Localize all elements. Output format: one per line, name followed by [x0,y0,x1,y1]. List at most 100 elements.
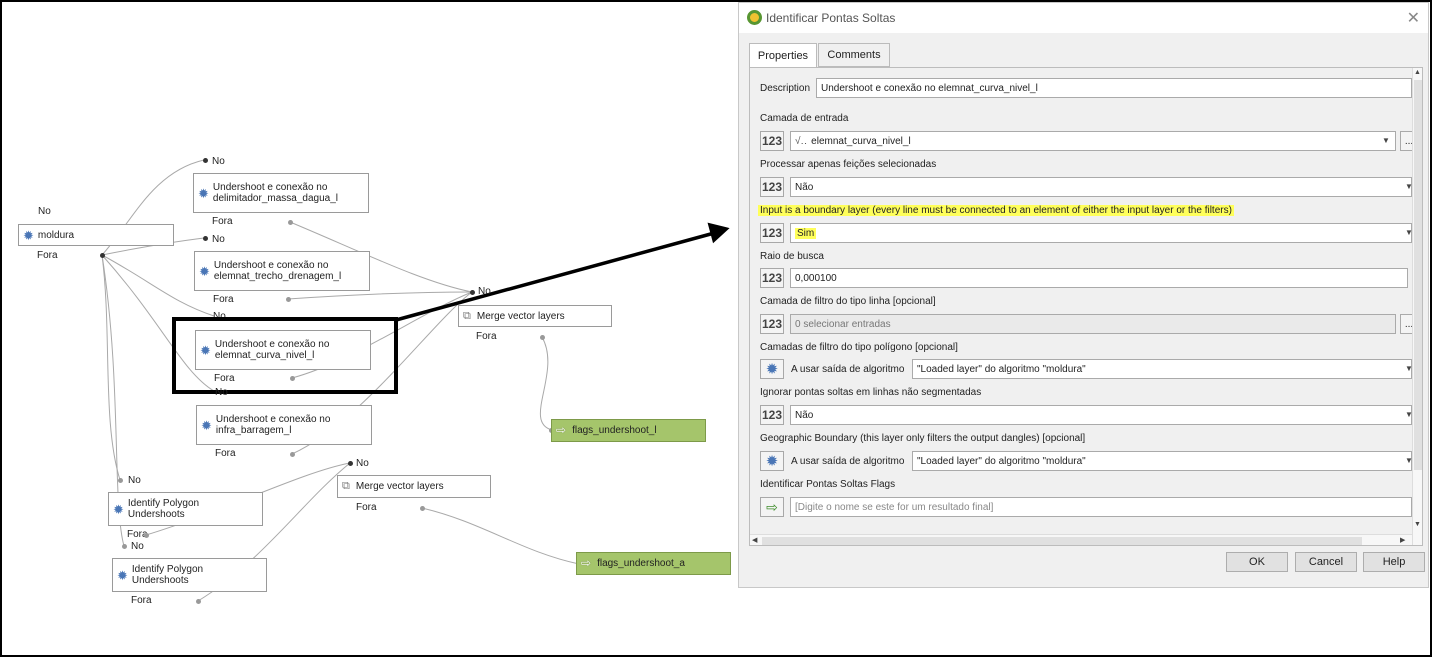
value-type-icon[interactable]: 123 [760,223,784,243]
ignore-select[interactable]: Não [790,405,1412,425]
value-type-icon[interactable]: 123 [760,131,784,151]
alg4-in-label: No [215,387,228,398]
node-label: flags_undershoot_a [597,558,685,569]
value-type-icon[interactable]: 123 [760,314,784,334]
boundary-select[interactable]: Sim [790,223,1412,243]
poly1-in-label: No [128,475,141,486]
output-port[interactable] [290,376,295,381]
output-arrow-icon: ⇨ [556,423,567,437]
geo-boundary-select[interactable]: "Loaded layer" do algoritmo "moldura" [912,451,1412,471]
polygon-filter-label: Camadas de filtro do tipo polígono [opci… [760,342,958,353]
gear-icon: ✹ [113,501,124,517]
gear-icon[interactable]: ✹ [760,451,784,471]
close-icon[interactable]: ✕ [1406,10,1420,27]
horizontal-scrollbar[interactable]: ◀ ▶ [750,534,1412,545]
alg1-node[interactable]: ✹ Undershoot e conexão no delimitador_ma… [193,173,369,213]
gear-icon: ✹ [23,227,34,243]
chevron-down-icon[interactable]: ▼ [1405,410,1413,419]
model-canvas[interactable]: No ✹ moldura Fora No ✹ Undershoot e cone… [2,2,738,655]
merge2-in-label: No [356,458,369,469]
chevron-down-icon[interactable]: ▼ [1405,182,1413,191]
chevron-down-icon[interactable]: ▼ [1382,136,1390,145]
poly2-node[interactable]: ✹ Identify Polygon Undershoots [112,558,267,592]
ok-button[interactable]: OK [1226,552,1288,572]
chevron-down-icon[interactable]: ▼ [1405,456,1413,465]
alg1-out-label: Fora [212,216,233,227]
identify-dangles-dialog: Identificar Pontas Soltas ✕ Properties C… [738,2,1429,588]
scroll-down-icon[interactable]: ▼ [1414,521,1421,528]
flags-label: Identificar Pontas Soltas Flags [760,479,896,490]
output-port[interactable] [286,297,291,302]
cancel-button[interactable]: Cancel [1295,552,1357,572]
input-layer-select[interactable]: √‥ elemnat_curva_nivel_l [790,131,1396,151]
node-label: Identify Polygon Undershoots [131,564,204,586]
flags-output-field[interactable]: [Digite o nome se este for um resultado … [790,497,1412,517]
input-port[interactable] [348,461,353,466]
merge2-node[interactable]: ⧉ Merge vector layers [337,475,491,498]
output-port[interactable] [288,220,293,225]
merge1-in-label: No [478,286,491,297]
input-port[interactable] [203,236,208,241]
alg2-node[interactable]: ✹ Undershoot e conexão no elemnat_trecho… [194,251,370,291]
value-type-icon[interactable]: 123 [760,268,784,288]
output-port[interactable] [540,335,545,340]
output-flags-l-node[interactable]: ⇨ flags_undershoot_l [551,419,706,442]
node-label: Undershoot e conexão no elemnat_curva_ni… [214,339,330,361]
alg2-out-label: Fora [213,294,234,305]
value-type-icon[interactable]: 123 [760,405,784,425]
alg3-in-label: No [213,311,226,322]
output-port[interactable] [420,506,425,511]
merge1-out-label: Fora [476,331,497,342]
polygon-filter-select[interactable]: "Loaded layer" do algoritmo "moldura" [912,359,1412,379]
chevron-down-icon[interactable]: ▼ [1405,228,1413,237]
input-layer-label: Camada de entrada [760,113,849,124]
output-port[interactable] [100,253,105,258]
radius-input[interactable]: 0,000100 [790,268,1408,288]
merge2-out-label: Fora [356,502,377,513]
chevron-down-icon[interactable]: ▼ [1405,364,1413,373]
input-port[interactable] [203,158,208,163]
tab-comments[interactable]: Comments [818,43,890,67]
gear-icon[interactable]: ✹ [760,359,784,379]
input-port[interactable] [118,478,123,483]
scroll-thumb[interactable] [762,537,1362,545]
moldura-out-label: Fora [37,250,58,261]
output-arrow-icon[interactable]: ⇨ [760,497,784,517]
scroll-left-icon[interactable]: ◀ [752,537,758,544]
line-filter-label: Camada de filtro do tipo linha [opcional… [760,296,936,307]
poly1-out-label: Fora [127,529,148,540]
alg3-node[interactable]: ✹ Undershoot e conexão no elemnat_curva_… [195,330,371,370]
poly2-out-label: Fora [131,595,152,606]
geo-boundary-using: A usar saída de algoritmo [791,456,905,467]
scroll-right-icon[interactable]: ▶ [1400,537,1406,544]
gear-icon: ✹ [201,417,212,433]
scroll-up-icon[interactable]: ▲ [1414,69,1421,76]
line-filter-field[interactable]: 0 selecionar entradas [790,314,1396,334]
output-arrow-icon: ⇨ [581,556,592,570]
node-label: Merge vector layers [355,481,444,492]
output-port[interactable] [290,452,295,457]
poly1-node[interactable]: ✹ Identify Polygon Undershoots [108,492,263,526]
gear-icon: ✹ [198,185,209,201]
description-field[interactable]: Undershoot e conexão no elemnat_curva_ni… [816,78,1412,98]
merge1-node[interactable]: ⧉ Merge vector layers [458,305,612,327]
input-port[interactable] [470,290,475,295]
output-port[interactable] [196,599,201,604]
node-label: Undershoot e conexão no infra_barragem_l [215,414,331,436]
input-port[interactable] [122,544,127,549]
dialog-title: Identificar Pontas Soltas [766,11,896,25]
alg4-node[interactable]: ✹ Undershoot e conexão no infra_barragem… [196,405,372,445]
tab-properties[interactable]: Properties [749,43,817,68]
value-type-icon[interactable]: 123 [760,177,784,197]
vertical-scrollbar[interactable]: ▲ ▼ [1412,68,1422,545]
alg1-in-label: No [212,156,225,167]
output-flags-a-node[interactable]: ⇨ flags_undershoot_a [576,552,731,575]
selected-only-select[interactable]: Não [790,177,1412,197]
polygon-filter-using: A usar saída de algoritmo [791,364,905,375]
node-label: Undershoot e conexão no elemnat_trecho_d… [213,260,342,282]
moldura-node[interactable]: ✹ moldura [18,224,174,246]
line-layer-icon: √‥ [795,135,808,147]
scroll-thumb[interactable] [1414,80,1422,470]
output-port[interactable] [144,533,149,538]
help-button[interactable]: Help [1363,552,1425,572]
